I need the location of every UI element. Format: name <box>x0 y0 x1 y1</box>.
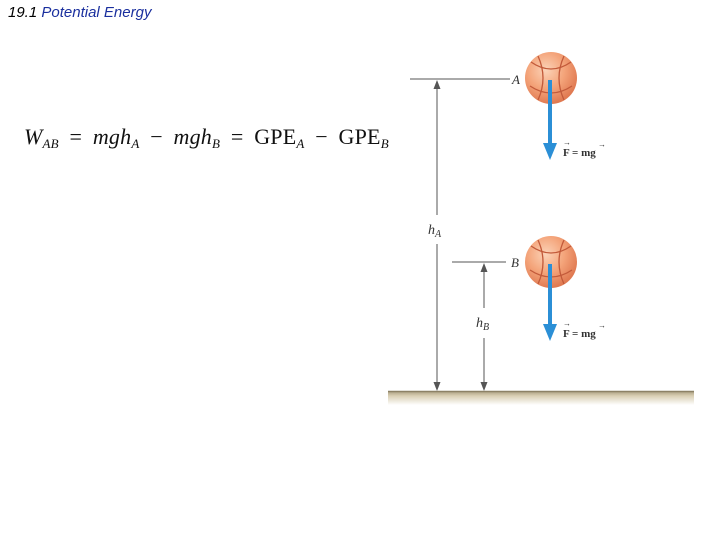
force-arrow-b <box>543 264 557 341</box>
point-a-label: A <box>511 72 520 87</box>
gpe-a-subscript: A <box>296 136 305 151</box>
mgh-term-a: mgh <box>92 124 132 149</box>
vector-arrow-icon: → <box>598 321 606 330</box>
height-b-dimension <box>480 263 488 391</box>
height-b-label: hB <box>476 316 489 333</box>
gpe-term-a: GPE <box>254 124 297 149</box>
equals-sign-2: = <box>230 124 244 149</box>
mgh-term-b: mgh <box>173 124 213 149</box>
vector-arrow-icon: → <box>563 319 571 328</box>
force-label-a: F = mg <box>563 147 596 159</box>
work-subscript: AB <box>42 136 59 151</box>
ground <box>388 390 694 405</box>
height-a-label: hA <box>428 223 442 240</box>
section-topic: Potential Energy <box>41 4 152 21</box>
height-b-top-arrowhead <box>480 263 488 272</box>
minus-sign-2: − <box>315 124 328 149</box>
gpe-b-subscript: B <box>380 136 389 151</box>
gpe-term-b: GPE <box>338 124 381 149</box>
height-a-bottom-arrowhead <box>433 382 441 391</box>
work-symbol: W <box>24 124 43 149</box>
height-a-dimension <box>433 80 441 391</box>
height-b-bottom-arrowhead <box>480 382 488 391</box>
ball-a <box>525 52 577 104</box>
vector-arrow-icon: → <box>563 138 571 147</box>
height-a-top-arrowhead <box>433 80 441 89</box>
mgh-a-subscript: A <box>131 136 140 151</box>
minus-sign-1: − <box>150 124 163 149</box>
point-b-label: B <box>511 255 519 270</box>
force-label-b: F = mg <box>563 328 596 340</box>
mgh-b-subscript: B <box>212 136 221 151</box>
equals-sign-1: = <box>69 124 83 149</box>
force-arrow-a <box>543 80 557 160</box>
vector-arrow-icon: → <box>598 140 606 149</box>
slide-title: 19.1 Potential Energy <box>8 4 151 21</box>
work-equation: WAB = mghA − mghB = GPEA − GPEB <box>24 124 389 150</box>
section-number: 19.1 <box>8 4 38 21</box>
